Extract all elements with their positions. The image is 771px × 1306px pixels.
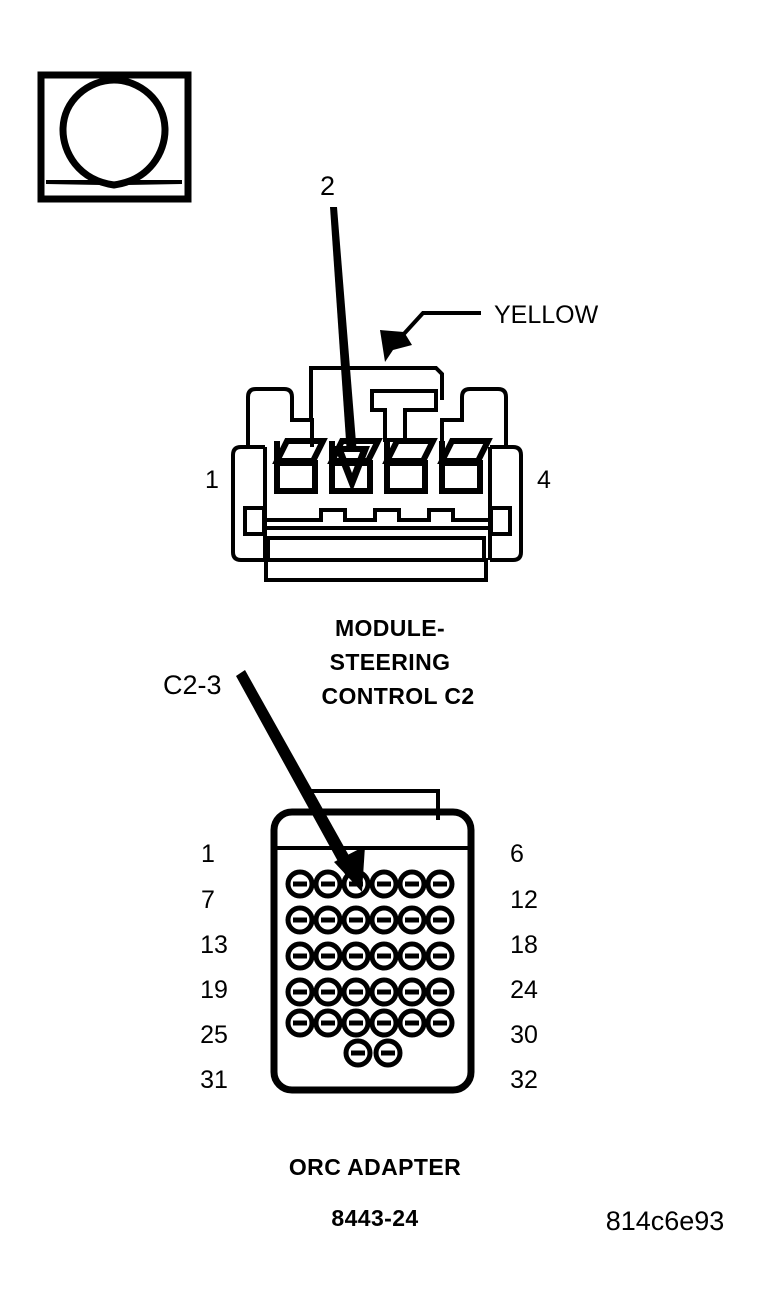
orc-terminal [373,1038,403,1068]
figure-reference-code: 814c6e93 [606,1206,725,1236]
connector-latch-top-outline [309,366,444,400]
connector-cavity-3 [382,438,438,494]
connector-title-line-3: CONTROL C2 [321,683,474,709]
orc-adapter-part-number: 8443-24 [331,1205,418,1231]
orc-terminal-row-4 [285,977,455,1007]
orc-terminal [425,905,455,935]
orc-terminal [369,977,399,1007]
steering-control-connector: 1 4 [205,366,551,582]
orc-terminal [397,869,427,899]
orc-terminal [369,1008,399,1038]
callout-2-label: 2 [320,171,335,201]
orc-terminal [285,977,315,1007]
orc-terminal [313,977,343,1007]
orc-terminal [425,869,455,899]
connector-title-line-1: MODULE- [335,615,445,641]
orc-row-label-left-2: 7 [201,886,215,914]
orc-terminal [397,977,427,1007]
connector-shell-left [231,445,265,562]
orc-terminal-row-3 [285,941,455,971]
callout-c2-3-group: C2-3 [163,670,365,892]
connector-tab-rail [265,508,490,522]
yellow-wire-label: YELLOW [494,301,599,329]
connector-prong-right [440,387,508,447]
omega-foot-left [46,180,101,185]
orc-terminal-row-1 [285,869,455,899]
orc-terminal [341,977,371,1007]
orc-terminal [369,869,399,899]
orc-terminal [425,977,455,1007]
orc-terminal [425,941,455,971]
callout-2-leader-line [330,207,357,455]
orc-row-label-left-4: 19 [200,976,228,1004]
orc-row-label-left-3: 13 [200,931,228,959]
orc-top-tab-outline [311,789,440,820]
omega-arc [59,76,169,189]
orc-terminal [313,869,343,899]
orc-terminal-row-2 [285,905,455,935]
callout-c2-3-arrowhead [334,846,365,892]
orc-terminal [341,941,371,971]
connector-prong-left [246,387,314,447]
callout-c2-3-leader-line [236,670,357,876]
connector-cavity-1 [272,438,328,494]
orc-adapter-connector: 1 7 13 19 25 31 6 12 18 24 30 32 [200,789,538,1094]
orc-row-label-right-2: 12 [510,886,538,914]
orc-row-label-right-6: 32 [510,1066,538,1094]
yellow-leader-line [400,311,481,338]
orc-terminal [313,941,343,971]
connector-title-line-2: STEERING [330,649,451,675]
orc-terminal [285,905,315,935]
connector-title: MODULE- STEERING CONTROL C2 [321,615,474,709]
orc-terminal [341,905,371,935]
orc-terminal [285,941,315,971]
ohmmeter-symbol-icon [37,71,192,203]
orc-terminal [313,1008,343,1038]
orc-terminal [397,905,427,935]
orc-terminal [425,1008,455,1038]
orc-row-label-left-6: 31 [200,1066,228,1094]
orc-terminal [343,1038,373,1068]
connector-shell-right [490,445,523,562]
orc-terminal [369,941,399,971]
connector-pin-label-right: 4 [537,466,551,494]
orc-terminal-row-6 [343,1038,403,1068]
connector-cavity-4 [437,438,493,494]
orc-row-label-left-1: 1 [201,840,215,868]
orc-terminal [341,1008,371,1038]
orc-terminal [285,1008,315,1038]
connector-notch-right [489,506,512,536]
orc-row-label-right-1: 6 [510,840,524,868]
connector-skirt-upper [266,536,486,562]
yellow-arrowhead [380,330,412,362]
connector-pin-label-left: 1 [205,466,219,494]
orc-terminal-3 [341,869,371,899]
orc-row-label-right-4: 24 [510,976,538,1004]
yellow-wire-callout-group: YELLOW [380,301,599,362]
orc-terminal [397,941,427,971]
connector-skirt-lower [264,558,488,582]
callout-c2-3-label: C2-3 [163,670,222,700]
orc-terminal-row-5 [285,1008,455,1038]
orc-row-label-left-5: 25 [200,1021,228,1049]
omega-foot-right [127,180,182,185]
orc-terminal [397,1008,427,1038]
orc-terminal [369,905,399,935]
orc-terminal [285,869,315,899]
connector-notch-left [243,506,266,536]
orc-adapter-title: ORC ADAPTER [289,1154,461,1180]
connector-center-key [370,389,438,442]
orc-row-label-right-3: 18 [510,931,538,959]
connector-cavity-2 [327,438,383,494]
orc-body [270,808,475,1094]
orc-terminal [313,905,343,935]
orc-row-label-right-5: 30 [510,1021,538,1049]
